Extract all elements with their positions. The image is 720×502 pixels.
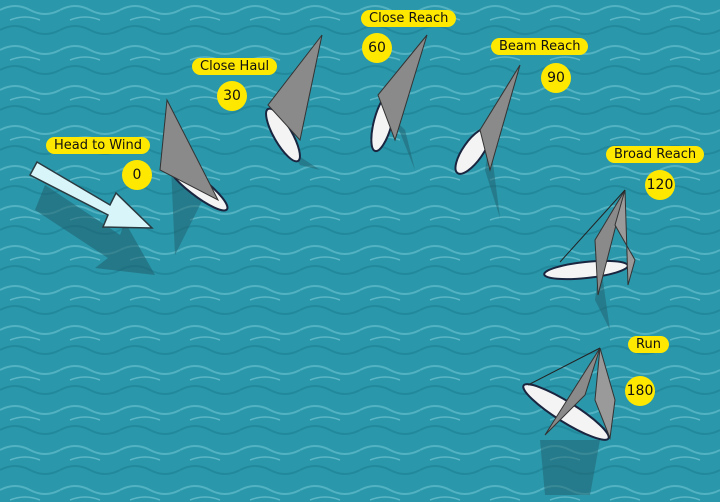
angle-head-to-wind: 0	[122, 160, 152, 190]
angle-run: 180	[625, 376, 655, 406]
sailboat-icon-120	[543, 189, 636, 330]
label-close-haul: Close Haul	[192, 58, 278, 75]
angle-beam-reach: 90	[541, 63, 571, 93]
sailboat-icon-0	[159, 98, 229, 255]
label-broad-reach: Broad Reach	[606, 146, 705, 163]
wind-direction-arrow-icon	[28, 160, 154, 229]
sailboat-icon-60	[370, 34, 428, 170]
label-head-to-wind: Head to Wind	[46, 137, 150, 154]
angle-close-haul: 30	[217, 81, 247, 111]
sailboat-icon-180	[522, 347, 616, 495]
label-run: Run	[628, 336, 669, 353]
angle-broad-reach: 120	[645, 170, 675, 200]
sailboat-icon-30	[265, 34, 323, 170]
angle-close-reach: 60	[362, 33, 392, 63]
label-beam-reach: Beam Reach	[491, 38, 589, 55]
label-close-reach: Close Reach	[361, 10, 457, 27]
wind-arrow-shadow	[35, 185, 155, 275]
sailboat-icon-90	[454, 64, 521, 218]
